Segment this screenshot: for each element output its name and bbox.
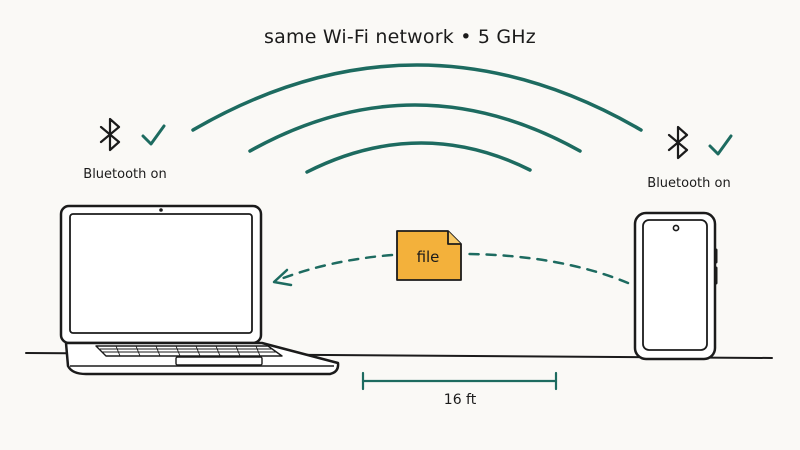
- file-body: [396, 230, 462, 281]
- laptop-keys: [100, 345, 276, 357]
- phone-bluetooth-label: Bluetooth on: [647, 176, 731, 191]
- transfer-path-right: [464, 252, 630, 285]
- transfer-arrow: [272, 252, 630, 287]
- wifi-arc-outer: [191, 63, 643, 132]
- check-icon: [708, 134, 733, 156]
- wifi-arc-inner: [305, 141, 532, 174]
- wifi-arc-middle: [248, 103, 582, 153]
- laptop-trackpad: [175, 356, 263, 366]
- wifi-signal-icon: [191, 63, 643, 174]
- check-icon: [141, 124, 166, 146]
- laptop-camera: [159, 208, 163, 212]
- transfer-path-left: [276, 253, 394, 282]
- laptop-screen: [69, 213, 253, 334]
- bluetooth-icon: [667, 125, 689, 160]
- laptop-keyboard: [95, 345, 283, 357]
- phone-icon: [633, 211, 718, 361]
- laptop-bluetooth-label: Bluetooth on: [83, 167, 167, 182]
- network-label: same Wi-Fi network • 5 GHz: [264, 26, 536, 48]
- file-fold: [447, 231, 461, 245]
- phone-camera: [672, 224, 680, 232]
- arrow-head-icon: [272, 268, 293, 287]
- file-label: file: [416, 248, 440, 266]
- phone-screen: [642, 219, 708, 351]
- distance-label: 16 ft: [443, 392, 477, 408]
- laptop-base: [64, 341, 340, 376]
- file-icon: [396, 230, 462, 281]
- bluetooth-icon: [99, 117, 121, 152]
- distance-measure: [361, 371, 558, 391]
- laptop-icon: [59, 204, 340, 376]
